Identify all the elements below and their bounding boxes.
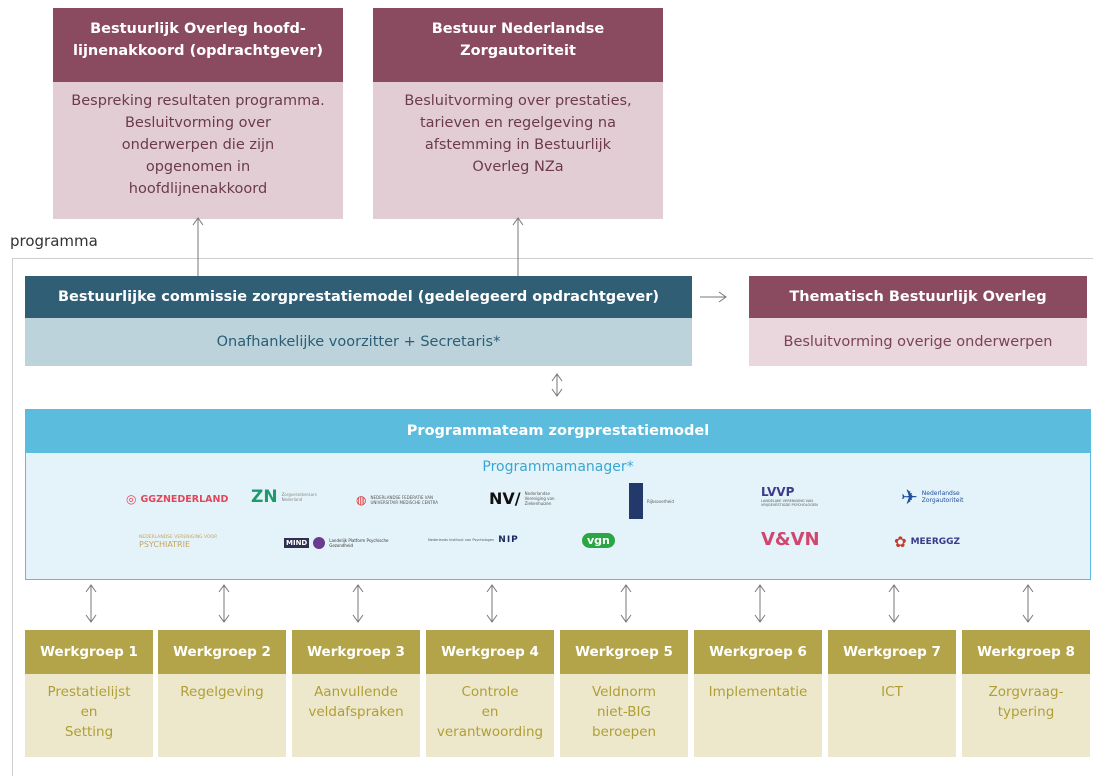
thematisch-title: Thematisch Bestuurlijk Overleg [749,276,1087,318]
logo-nza: ✈Nederlandse Zorgautoriteit [901,485,964,509]
commissie-box: Bestuurlijke commissie zorgprestatiemode… [25,276,692,366]
werkgroep-body: ICT [828,674,956,757]
logo-meerggz: ✿MEERGGZ [894,533,961,551]
werkgroep-title: Werkgroep 6 [694,630,822,674]
logo-nfu: ◍NEDERLANDSE FEDERATIE VAN UNIVERSITAIR … [356,493,438,507]
werkgroep-body: Controle en verantwoording [426,674,554,757]
nza-bird-icon: ✈ [901,485,918,509]
logo-venvn: V&VN [761,529,820,550]
top-box-1-body: Bespreking resultaten programma. Besluit… [53,82,343,219]
top-box-2-title: Bestuur Nederlandse Zorgautoriteit [373,8,663,82]
commissie-title: Bestuurlijke commissie zorgprestatiemode… [25,276,692,318]
logo-nvz: NV/Nederlandse Vereniging van Ziekenhuiz… [489,489,555,508]
mind-blob-icon [313,537,326,549]
werkgroep-title: Werkgroep 5 [560,630,688,674]
programmateam-title: Programmateam zorgprestatiemodel [25,409,1091,453]
nfu-icon: ◍ [356,493,367,507]
werkgroep-body: Prestatielijst en Setting [25,674,153,757]
werkgroep-title: Werkgroep 1 [25,630,153,674]
top-box-bestuur-nza: Bestuur Nederlandse Zorgautoriteit Beslu… [373,8,663,219]
logo-ggz-nederland: ◎GGZNEDERLAND [126,492,229,506]
werkgroep-body: Implementatie [694,674,822,757]
rijks-emblem [629,483,643,519]
werkgroep-title: Werkgroep 7 [828,630,956,674]
commissie-body: Onafhankelijke voorzitter + Secretaris* [25,318,692,366]
werkgroep-body: Aanvullende veldafspraken [292,674,420,757]
top-box-1-title: Bestuurlijk Overleg hoofd- lijnenakkoord… [53,8,343,82]
werkgroep-body: Veldnorm niet-BIG beroepen [560,674,688,757]
meerggz-icon: ✿ [894,533,907,551]
werkgroep-title: Werkgroep 8 [962,630,1090,674]
werkgroep-title: Werkgroep 4 [426,630,554,674]
thematisch-box: Thematisch Bestuurlijk Overleg Besluitvo… [749,276,1087,366]
logo-rijksoverheid: Rijksoverheid [629,483,674,519]
programmamanager-label: Programmamanager* [482,459,634,475]
top-box-2-body: Besluitvorming over prestaties, tarieven… [373,82,663,219]
programma-label: programma [10,232,98,250]
werkgroep-title: Werkgroep 2 [158,630,286,674]
thematisch-body: Besluitvorming overige onderwerpen [749,318,1087,366]
werkgroep-body: Regelgeving [158,674,286,757]
top-box-bestuurlijk-overleg: Bestuurlijk Overleg hoofd- lijnenakkoord… [53,8,343,219]
ggz-icon: ◎ [126,492,137,506]
werkgroep-body: Zorgvraag- typering [962,674,1090,757]
logo-vgn: vgn [582,533,615,548]
programmateam-box: Programmateam zorgprestatiemodel Program… [25,409,1091,580]
werkgroep-title: Werkgroep 3 [292,630,420,674]
programma-frame [12,258,1093,776]
